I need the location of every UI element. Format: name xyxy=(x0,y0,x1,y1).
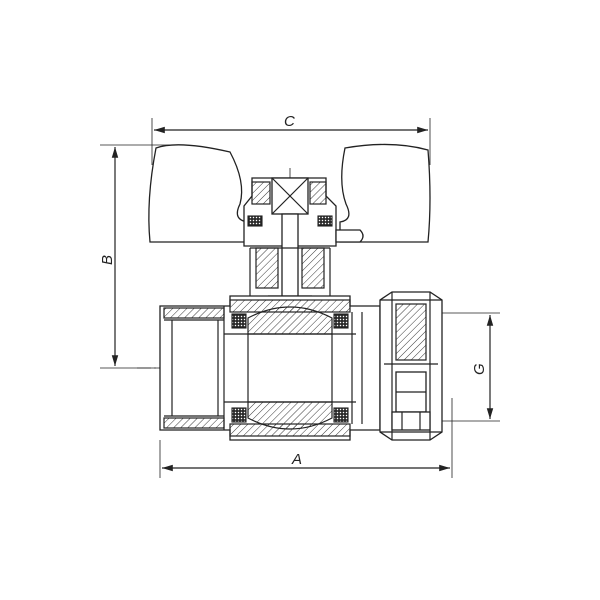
union-nut xyxy=(379,291,443,441)
handle-nut xyxy=(243,177,364,247)
dimension-g-label: G xyxy=(471,363,488,375)
dimension-a: A xyxy=(159,398,453,478)
dimension-g: G xyxy=(440,312,500,422)
dimension-a-label: A xyxy=(291,451,302,468)
valve-body xyxy=(159,295,381,441)
dimension-b-label: B xyxy=(99,255,116,265)
dimension-c: C xyxy=(151,113,431,165)
dimension-c-label: C xyxy=(284,113,295,130)
butterfly-handle xyxy=(148,143,431,243)
